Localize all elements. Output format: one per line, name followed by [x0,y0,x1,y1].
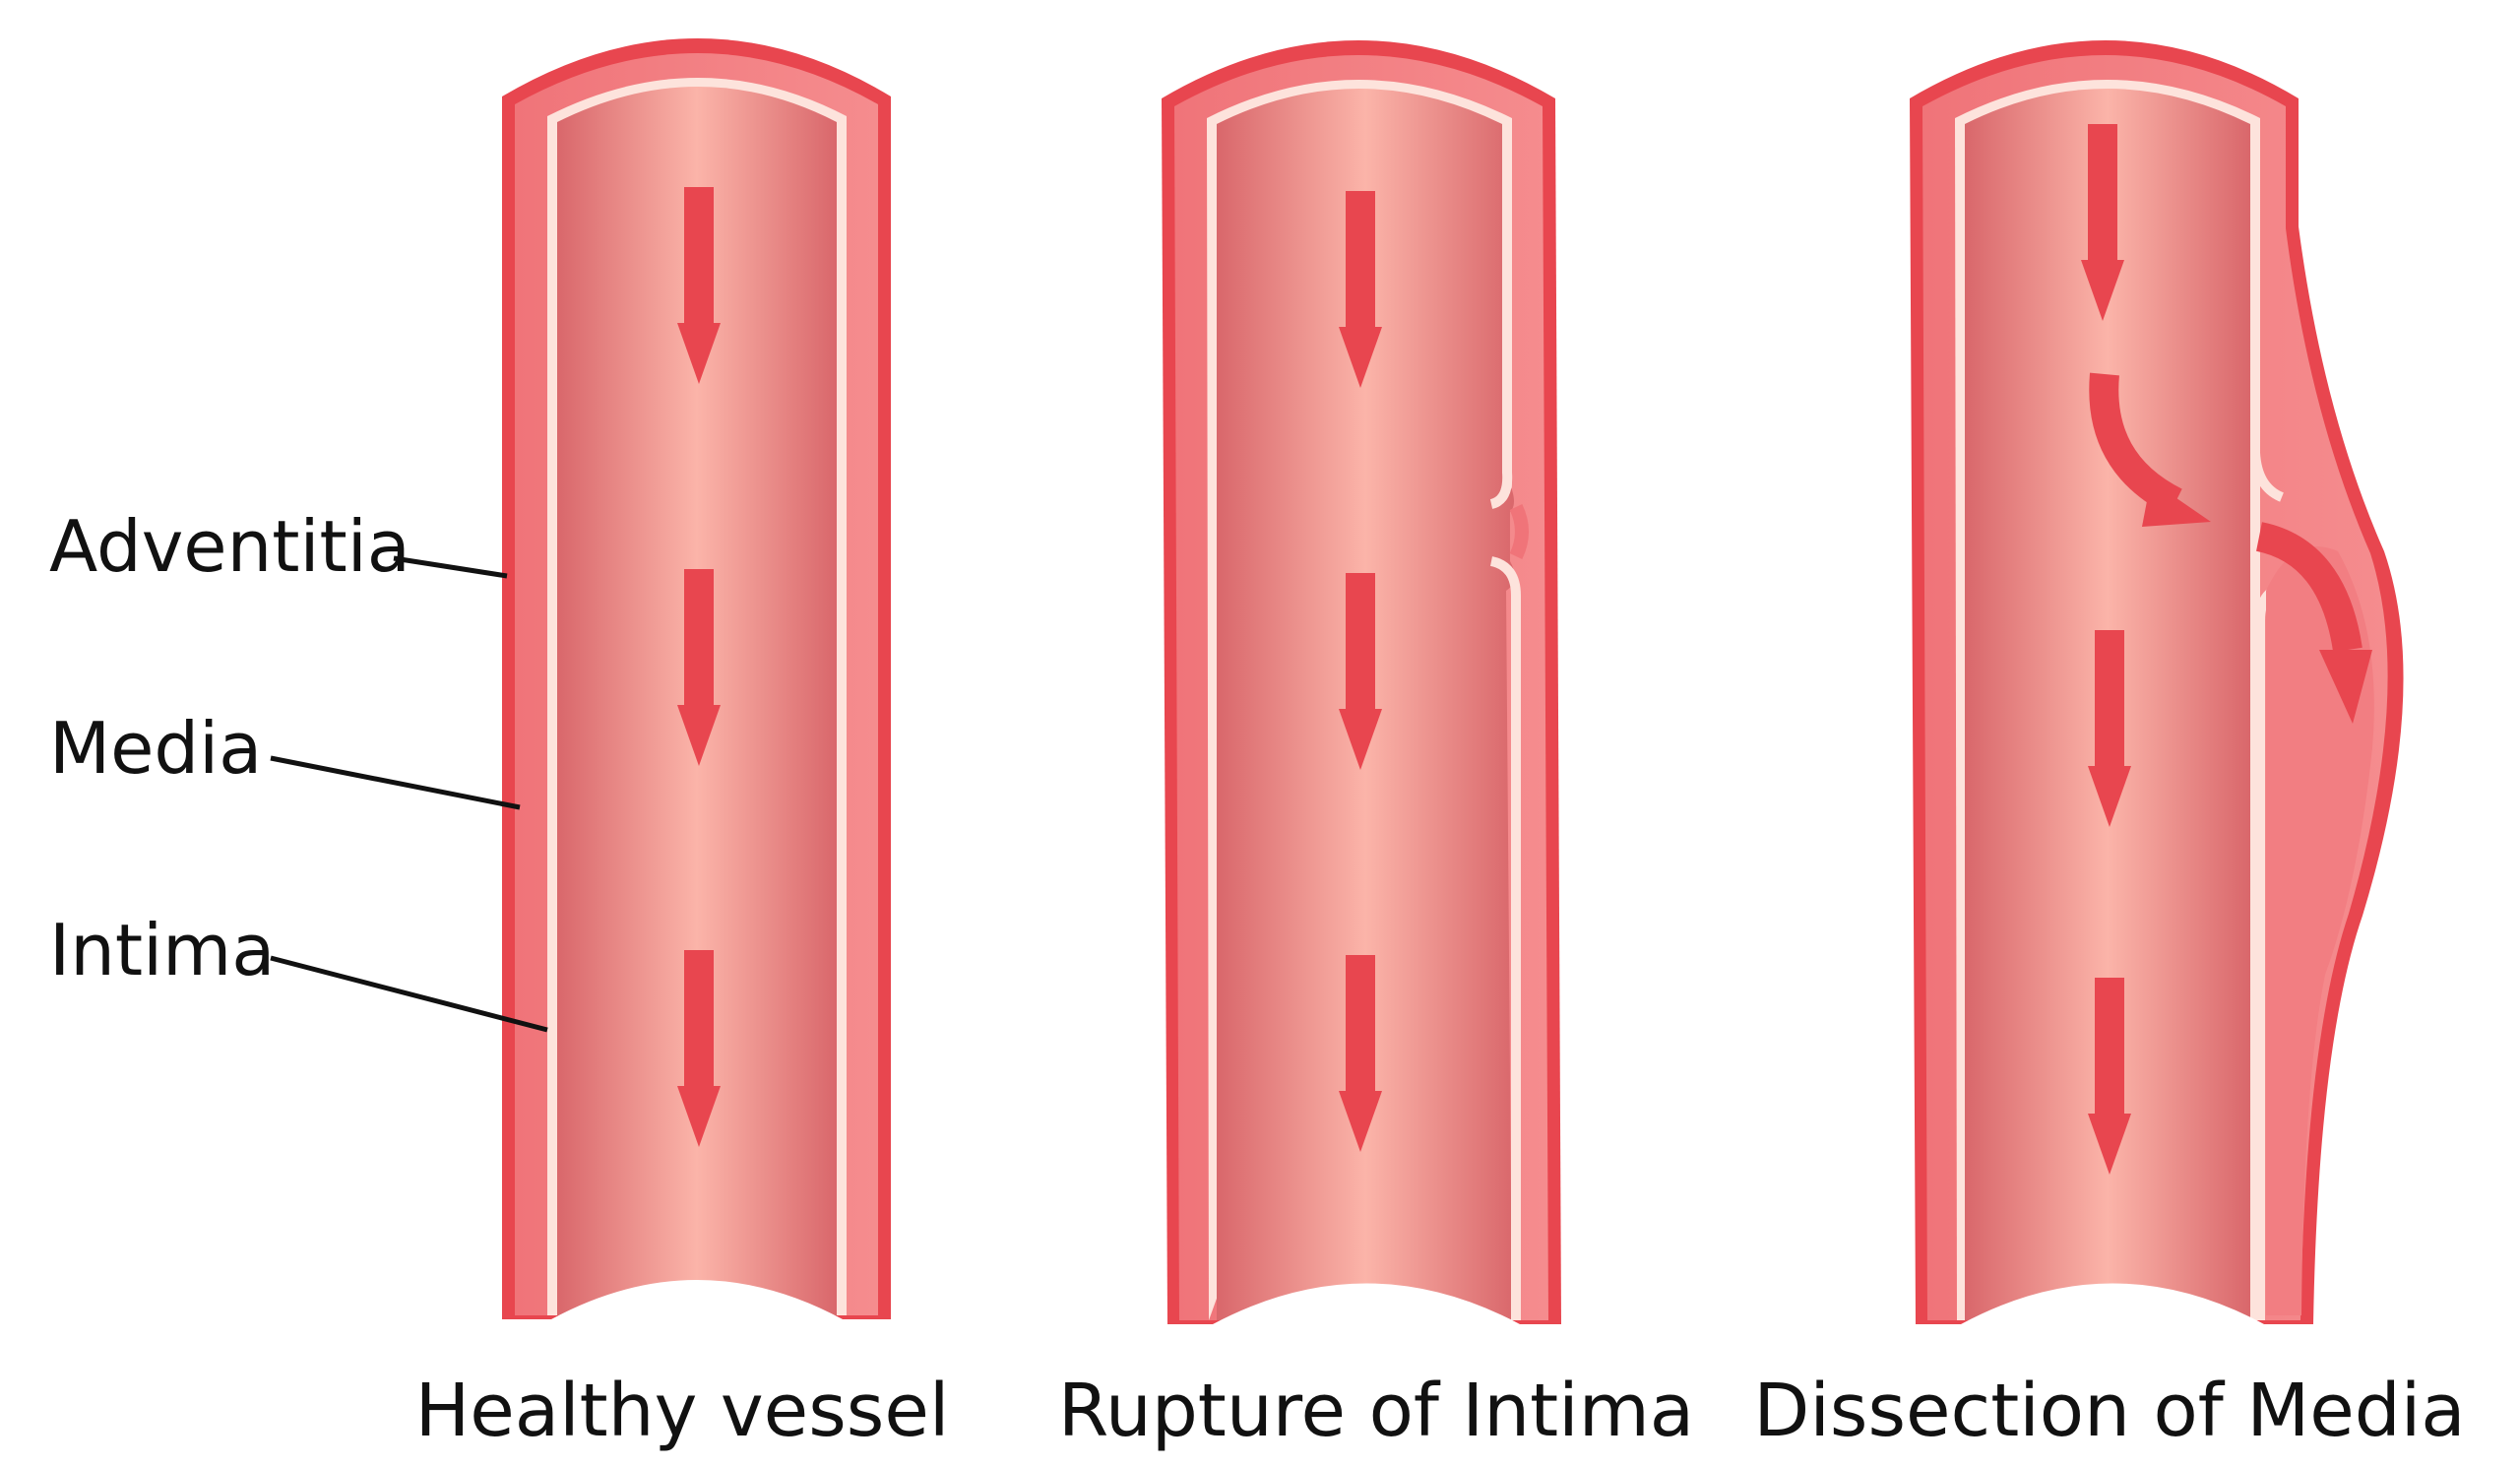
healthy-flow-arrow-2 [677,569,721,766]
caption-rupture-of-intima: Rupture of Intima [1058,1369,1694,1453]
healthy-vessel [502,38,891,1319]
caption-dissection-of-media: Dissection of Media [1753,1369,2465,1453]
rupture-bottom-opening [1213,1283,1520,1324]
dissection-flow-arrow-3 [2088,978,2131,1175]
dissection-false-lumen [2266,546,2374,1315]
rupture-intima-upper-right [1489,124,1513,509]
dissection-curved-arrow-false-lumen [2255,522,2372,724]
rupture-tear-gap [1509,503,1529,560]
dissection-curved-arrow-into-tear [2089,372,2211,527]
dissection-flow-arrow-1 [2081,124,2124,321]
dissection-bottom-opening [1961,1283,2264,1324]
rupture-vessel [1162,40,1561,1324]
adventitia-leader-line [393,555,508,579]
rupture-flow-arrow-3 [1339,955,1382,1152]
intima-label: Intima [49,909,275,991]
dissection-intima-upper-right [2250,124,2285,502]
healthy-flow-arrow-1 [677,187,721,384]
caption-healthy-vessel: Healthy vessel [415,1369,950,1453]
dissection-vessel [1910,40,2404,1324]
rupture-intima-lower-right [1489,556,1521,1320]
rupture-flow-arrow-2 [1339,573,1382,770]
rupture-flow-arrow-1 [1339,191,1382,388]
dissection-flow-arrow-2 [2088,630,2131,827]
healthy-bottom-opening [551,1280,843,1319]
media-label: Media [49,707,262,790]
healthy-flow-arrow-3 [677,950,721,1147]
adventitia-label: Adventitia [49,505,410,588]
intima-leader-line [270,955,548,1033]
media-leader-line [270,755,521,810]
